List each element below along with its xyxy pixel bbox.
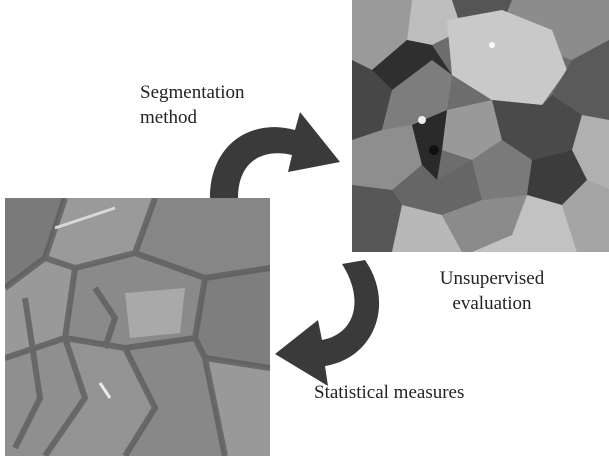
segmentation-arrow — [210, 112, 340, 198]
unsupervised-evaluation-label: Unsupervised evaluation — [432, 266, 552, 316]
unsupervised-label-line2: evaluation — [452, 293, 532, 314]
segmentation-method-label: Segmentation method — [140, 80, 244, 130]
segmentation-label-line2: method — [140, 107, 197, 128]
original-image — [5, 198, 270, 456]
statistical-measures-label: Statistical measures — [314, 382, 465, 403]
evaluation-arrow — [275, 260, 380, 386]
unsupervised-label-line1: Unsupervised — [439, 268, 545, 289]
segmentation-label-line1: Segmentation — [140, 82, 245, 103]
segmented-image — [352, 0, 609, 252]
